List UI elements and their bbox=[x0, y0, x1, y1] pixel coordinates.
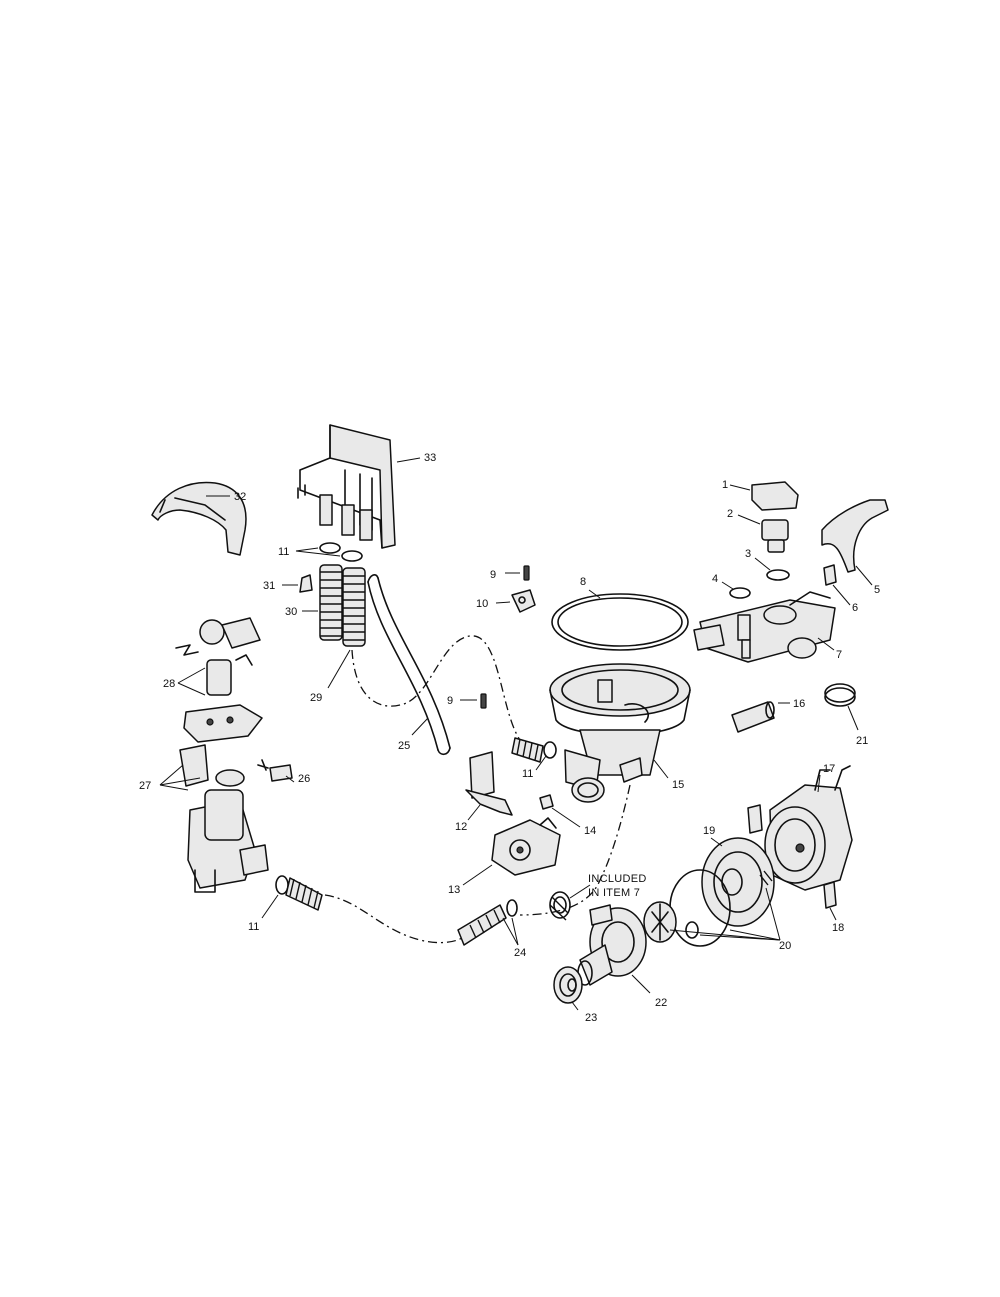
part-32-cover bbox=[151, 481, 247, 556]
part-3-o-ring bbox=[754, 557, 790, 581]
part-20-impeller-set bbox=[643, 869, 781, 947]
part-28-valve-assembly bbox=[175, 617, 263, 743]
callout-9-top: 9 bbox=[490, 569, 496, 581]
callout-31: 31 bbox=[263, 580, 275, 592]
callout-19: 19 bbox=[703, 825, 715, 837]
part-9-screw-top bbox=[505, 565, 530, 581]
callout-22: 22 bbox=[655, 997, 667, 1009]
part-10-bracket bbox=[495, 589, 536, 613]
part-26-sensor bbox=[257, 759, 295, 783]
callout-2: 2 bbox=[727, 508, 733, 520]
callout-24: 24 bbox=[514, 947, 526, 959]
note-line-2: IN ITEM 7 bbox=[588, 887, 640, 899]
part-14-clip bbox=[539, 794, 581, 828]
callout-30: 30 bbox=[285, 606, 297, 618]
part-13-drain-pump bbox=[462, 817, 561, 886]
part-22-pump-housing bbox=[577, 904, 651, 994]
callout-29: 29 bbox=[310, 692, 322, 704]
part-5-cover bbox=[821, 499, 889, 586]
part-16-heater bbox=[731, 701, 790, 733]
part-11-o-rings-top bbox=[295, 542, 363, 562]
part-18-bracket bbox=[823, 881, 837, 921]
callout-26: 26 bbox=[298, 773, 310, 785]
callout-3: 3 bbox=[745, 548, 751, 560]
callout-7: 7 bbox=[836, 649, 842, 661]
callout-11-center: 11 bbox=[522, 768, 533, 780]
callout-25: 25 bbox=[398, 740, 410, 752]
part-1-cover bbox=[729, 481, 799, 511]
part-4-o-ring bbox=[721, 581, 751, 599]
center-bellows bbox=[511, 737, 544, 763]
part-6-clip bbox=[823, 564, 851, 606]
callout-labels: 1 2 3 4 5 6 7 8 9 10 9 11 11 11 12 13 14… bbox=[139, 452, 880, 1024]
included-note: INCLUDED IN ITEM 7 bbox=[588, 873, 647, 899]
part-15-sump bbox=[549, 663, 691, 803]
callout-1: 1 bbox=[722, 479, 728, 491]
part-25-hose bbox=[367, 574, 451, 756]
callout-16: 16 bbox=[793, 698, 805, 710]
callout-11-left: 11 bbox=[248, 921, 259, 933]
part-19-pump-cover bbox=[701, 837, 775, 927]
part-11-o-ring-left bbox=[261, 875, 289, 919]
callout-33: 33 bbox=[424, 452, 436, 464]
callout-17: 17 bbox=[823, 763, 835, 775]
part-8-gasket bbox=[551, 589, 689, 651]
callout-15: 15 bbox=[672, 779, 684, 791]
callout-32: 32 bbox=[234, 491, 246, 503]
part-31-clip bbox=[282, 574, 313, 593]
callout-4: 4 bbox=[712, 573, 718, 585]
callout-11-top: 11 bbox=[278, 546, 289, 558]
callout-23: 23 bbox=[585, 1012, 597, 1024]
hose-routes bbox=[324, 635, 631, 944]
callout-12: 12 bbox=[455, 821, 467, 833]
part-12-bracket bbox=[465, 751, 513, 821]
part-23-bearing bbox=[553, 966, 583, 1011]
callout-20: 20 bbox=[779, 940, 791, 952]
note-line-1: INCLUDED bbox=[588, 873, 647, 885]
callout-14: 14 bbox=[584, 825, 596, 837]
spring-included-item-7 bbox=[549, 884, 591, 921]
part-2-fitting bbox=[737, 514, 789, 553]
part-7-distributor bbox=[693, 591, 836, 663]
callout-9-mid: 9 bbox=[447, 695, 453, 707]
callout-10: 10 bbox=[476, 598, 488, 610]
part-24-bellows bbox=[457, 899, 519, 946]
part-17-motor bbox=[747, 765, 853, 891]
inlet-bellows-left bbox=[285, 877, 323, 911]
callout-13: 13 bbox=[448, 884, 460, 896]
part-9-screw-mid bbox=[460, 693, 487, 709]
part-30-resin-column bbox=[302, 564, 343, 641]
part-33-softener-frame bbox=[297, 424, 421, 549]
callout-8: 8 bbox=[580, 576, 586, 588]
callout-28: 28 bbox=[163, 678, 175, 690]
callout-5: 5 bbox=[874, 584, 880, 596]
part-11-o-ring-center bbox=[535, 741, 557, 771]
callout-27: 27 bbox=[139, 780, 151, 792]
part-29-resin-column bbox=[327, 567, 366, 689]
callout-6: 6 bbox=[852, 602, 858, 614]
part-21-clamp bbox=[824, 683, 859, 731]
callout-21: 21 bbox=[856, 735, 868, 747]
part-27-fill-assembly bbox=[159, 744, 269, 893]
callout-18: 18 bbox=[832, 922, 844, 934]
